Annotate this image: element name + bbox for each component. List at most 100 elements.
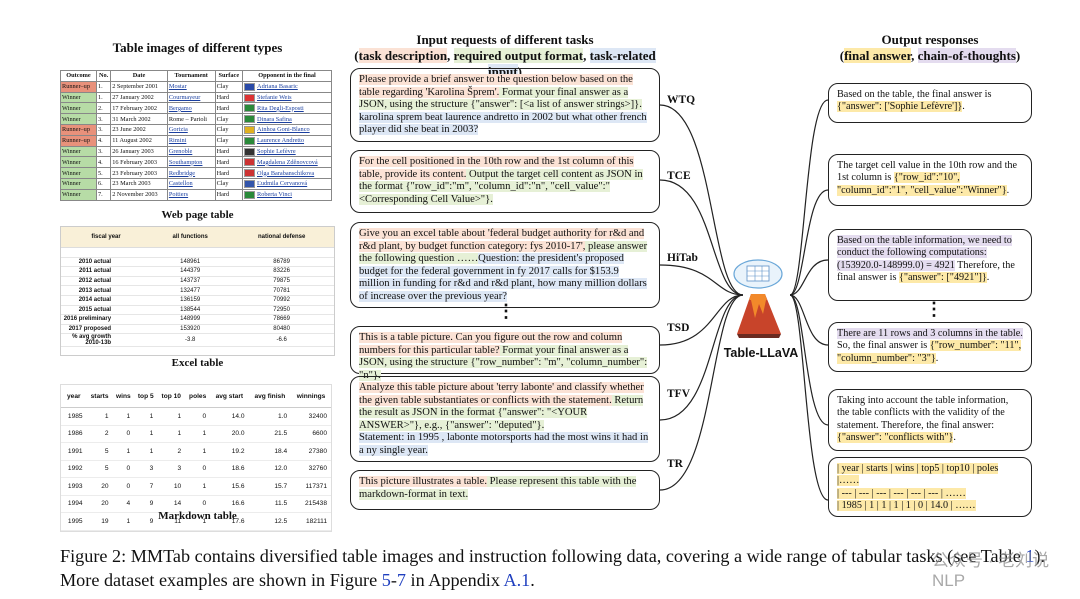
flag-icon	[244, 190, 256, 199]
web-table-cell-tournament[interactable]: Gorizia	[166, 123, 216, 136]
markdown-header-cell: starts	[86, 385, 113, 408]
web-table-cell-tournament: Rome – Parioli	[166, 113, 216, 125]
web-table-cell-tournament[interactable]: Southampton	[166, 156, 216, 169]
figure-ref-link-7[interactable]: 7	[396, 570, 406, 590]
web-table-cell-surface: Hard	[214, 145, 244, 158]
web-table-cell-opponent: Rita Degli-Esposti	[242, 102, 332, 115]
markdown-cell: 1	[185, 442, 211, 461]
markdown-header-cell: top 10	[157, 385, 186, 408]
markdown-header-cell: avg finish	[248, 385, 292, 408]
markdown-cell: 1	[185, 512, 211, 531]
markdown-cell: 12.5	[248, 512, 292, 531]
web-table-cell-outcome: Runner–up	[60, 80, 97, 93]
web-table-cell-opponent: Sophie Lefèvre	[242, 145, 332, 158]
markdown-cell: 1.0	[248, 407, 292, 426]
markdown-cell: 0	[112, 425, 135, 443]
appendix-ref-link[interactable]: A.1	[503, 570, 531, 590]
web-table-cell-tournament[interactable]: Bergamo	[166, 102, 216, 115]
markdown-cell: 11.5	[248, 495, 292, 513]
tag-hitab: HiTab	[667, 252, 698, 264]
opponent-link[interactable]: Ľudmila Cervanová	[257, 180, 308, 188]
figure-ref-link-5[interactable]: 5	[381, 570, 391, 590]
web-table-cell-surface: Hard	[214, 156, 244, 169]
web-table-cell-surface: Clay	[214, 80, 244, 93]
markdown-cell: 14	[157, 495, 186, 513]
excel-cell: 2016 preliminary	[61, 314, 152, 325]
web-table-cell-tournament[interactable]: Redbridge	[166, 167, 216, 179]
right-heading: Output responses (final answer, chain-of…	[839, 32, 1021, 63]
opponent-link[interactable]: Stefanie Weis	[257, 93, 292, 101]
markdown-cell: 1992	[61, 460, 87, 478]
response-hitab: Based on the table information, we need …	[828, 229, 1032, 301]
web-table-cell-outcome: Runner–up	[60, 123, 97, 136]
web-table-cell-tournament[interactable]: Rimini	[166, 134, 216, 147]
flag-icon	[244, 158, 256, 167]
opponent-link[interactable]: Adriana Basaric	[257, 83, 298, 91]
web-table-cell-opponent: Olga Barabanschikova	[242, 167, 332, 179]
excel-cell: 2013 actual	[61, 285, 152, 296]
excel-cell: 79875	[229, 276, 334, 287]
markdown-cell: 1994	[61, 495, 87, 513]
markdown-cell: 1	[185, 477, 211, 496]
markdown-cell: 15.6	[210, 477, 249, 496]
left-heading: Table images of different types	[112, 40, 283, 55]
web-table-cell-tournament[interactable]: Grenoble	[166, 145, 216, 158]
markdown-cell: 0	[185, 407, 211, 426]
excel-cell: 144379	[151, 266, 230, 277]
opponent-link[interactable]: Sophie Lefèvre	[257, 147, 296, 155]
web-table-cell-no: 3.	[95, 123, 112, 136]
markdown-cell: 1	[134, 425, 158, 443]
markdown-cell: 11	[157, 512, 186, 531]
web-table-cell-tournament[interactable]: Castellon	[166, 177, 216, 190]
web-table-cell-no: 5.	[95, 167, 112, 179]
table-ref-link[interactable]: 1	[1025, 546, 1035, 566]
opponent-link[interactable]: Laurence Andretto	[257, 137, 305, 145]
markdown-cell: 0	[112, 460, 135, 478]
excel-cell: 70992	[229, 295, 334, 306]
excel-cell: 138544	[151, 305, 230, 316]
excel-cell: 153920	[151, 324, 230, 335]
excel-cell: % avg growth 2010-13b	[61, 333, 152, 348]
excel-row: % avg growth 2010-13b-3.8-6.6	[61, 333, 334, 348]
markdown-cell: 21.5	[248, 425, 292, 443]
opponent-link[interactable]: Ainhoa Goni-Blanco	[257, 126, 310, 134]
web-table-cell-opponent: Ainhoa Goni-Blanco	[242, 123, 332, 136]
web-table-cell-opponent: Laurence Andretto	[242, 134, 332, 147]
web-table-cell-surface: Hard	[214, 188, 244, 201]
opponent-link[interactable]: Olga Barabanschikova	[257, 169, 315, 177]
web-table-cell-tournament[interactable]: Courmayeur	[166, 91, 216, 104]
web-table-cell-tournament[interactable]: Poitiers	[166, 188, 216, 201]
markdown-cell: 2	[157, 442, 186, 461]
opponent-link[interactable]: Magdalena Zděnovcová	[257, 158, 318, 166]
markdown-cell: 6600	[291, 425, 331, 443]
opponent-link[interactable]: Rita Degli-Esposti	[257, 104, 304, 112]
excel-cell: 136159	[151, 295, 230, 306]
markdown-cell: 9	[134, 495, 158, 513]
markdown-cell: 1	[134, 407, 158, 426]
web-table-cell-opponent: Dinara Safina	[242, 113, 332, 125]
markdown-cell: 182111	[291, 512, 331, 531]
web-table-cell-opponent: Ľudmila Cervanová	[242, 177, 332, 190]
web-table-caption: Web page table	[161, 209, 234, 221]
opponent-link[interactable]: Dinara Safina	[257, 115, 292, 123]
web-table-cell-surface: Hard	[214, 102, 244, 115]
web-table-cell-surface: Clay	[214, 113, 244, 125]
markdown-cell: 19	[86, 512, 113, 531]
markdown-cell: 32760	[291, 460, 331, 478]
watermark: 公众号 · 老刘说NLP	[932, 551, 1050, 590]
tag-wtq: WTQ	[667, 94, 696, 106]
web-table-cell-outcome: Winner	[60, 102, 97, 115]
excel-cell: 148961	[151, 257, 230, 268]
middle-ellipsis: ⋮	[497, 301, 515, 321]
opponent-link[interactable]: Roberta Vinci	[257, 191, 293, 199]
web-table-cell-tournament[interactable]: Mostar	[166, 80, 216, 93]
response-tfv: Taking into account the table informatio…	[828, 389, 1032, 451]
markdown-cell: 1	[112, 407, 135, 426]
